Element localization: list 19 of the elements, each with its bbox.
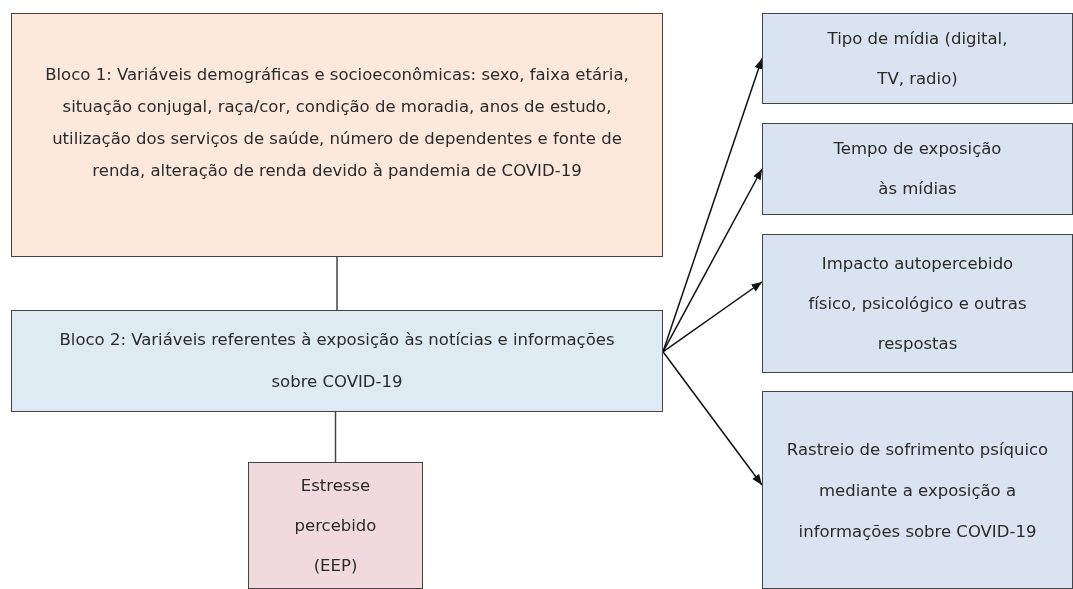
box-text: Estresse percebido (EEP)	[293, 474, 378, 577]
box-text: Bloco 1: Variáveis demográficas e socioeconômicas: sexo, faixa etária, situação conjugal, raça/cor, condição de moradia, anos de estudo, utilização dos serviços de saúde, número de dependentes e fonte de renda, alteração de renda devido à pandemia de COVID-19	[44, 64, 630, 182]
process-box	[11, 13, 663, 257]
category-box	[762, 391, 1073, 589]
process-box	[11, 310, 663, 412]
box-text: Tipo de mídia (digital, TV, radio)	[826, 27, 1009, 90]
category-box	[762, 234, 1073, 373]
category-box	[762, 123, 1073, 215]
connector-line	[336, 256, 338, 311]
box-text: Bloco 2: Variáveis referentes à exposição às notícias e informações sobre COVID-19	[58, 329, 616, 393]
box-text: Impacto autopercebido físico, psicológico e outras respostas	[808, 252, 1027, 355]
outcome-box	[248, 462, 423, 589]
connector-line	[334, 411, 337, 463]
category-box	[762, 13, 1073, 104]
arrow	[662, 168, 763, 353]
arrow	[662, 281, 763, 353]
box-text: Tempo de exposição às mídias	[832, 138, 1003, 200]
arrow	[662, 351, 763, 486]
box-text: Rastreio de sofrimento psíquico mediante a exposição a informações sobre COVID-19	[785, 438, 1050, 543]
